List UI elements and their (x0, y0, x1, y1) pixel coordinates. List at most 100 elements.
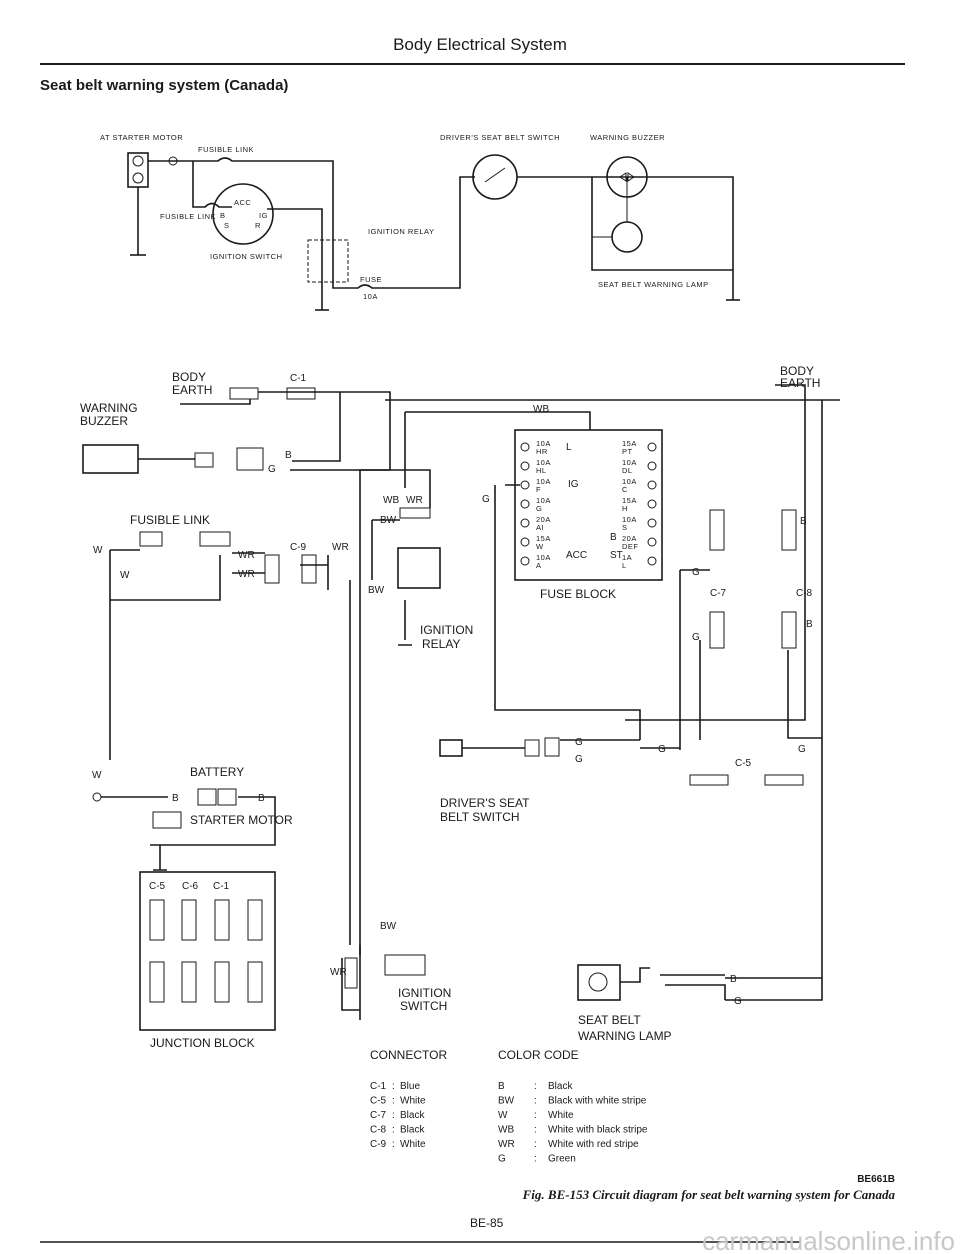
wire-label-wr-2: WR (238, 550, 255, 561)
label-fuse: FUSE (360, 275, 382, 284)
connector-c5 (689, 774, 729, 786)
fuse-rating: 10A (622, 515, 637, 524)
label-c7: C-7 (710, 588, 727, 599)
junction-c5-label: C-5 (149, 881, 166, 892)
color-meaning: White with red stripe (548, 1139, 639, 1150)
label-drivers-seat-belt-switch-top: DRIVER'S SEAT BELT SWITCH (440, 133, 560, 142)
fuse-rating: 10A (536, 477, 551, 486)
label-warning-buzzer-top: WARNING BUZZER (590, 133, 665, 142)
wire-label-wb: WB (533, 404, 549, 415)
connector-icon (301, 554, 317, 584)
fuse-terminal-icon (647, 480, 657, 490)
fuse-rating: 15A (536, 534, 551, 543)
connector-icon (229, 387, 259, 400)
junction-slot (149, 899, 165, 941)
fuse-name: H (622, 504, 628, 513)
wire-label-w-3: W (92, 770, 102, 781)
junction-block (139, 871, 276, 1031)
wire-label-b-4: B (172, 793, 179, 804)
section-title: Seat belt warning system (Canada) (40, 77, 288, 94)
fuse-terminal-icon (647, 537, 657, 547)
label-ignition-switch: IGNITION (398, 986, 451, 1000)
seat-belt-switch-unit (439, 739, 463, 757)
fuse-rating: 20A (536, 515, 551, 524)
fuse-terminal-ig: IG (568, 479, 579, 490)
fuse-terminal-icon (520, 537, 530, 547)
junction-slots (149, 899, 263, 1003)
wire-label-b-6: B (730, 974, 737, 985)
connector-color: Black (400, 1125, 425, 1136)
battery-plus-icon (197, 788, 217, 806)
connector-icon (399, 507, 431, 519)
junction-slot (247, 899, 263, 941)
label-c9: C-9 (290, 542, 307, 553)
figure-caption: Fig. BE-153 Circuit diagram for seat bel… (522, 1187, 896, 1202)
color-meaning: Black (548, 1081, 573, 1092)
page-header: Body Electrical System (393, 35, 567, 54)
separator: : (534, 1125, 537, 1136)
wire-label-wr: WR (406, 495, 423, 506)
ignition-switch-symbol (212, 183, 274, 245)
starter-motor-icon (152, 811, 182, 829)
wire-label-g-8: G (798, 744, 806, 755)
wire-label-g-5: G (575, 737, 583, 748)
color-code-title: COLOR CODE (498, 1048, 579, 1062)
junction-c1-label: C-1 (213, 881, 230, 892)
fuse-rating: 20A (622, 534, 637, 543)
separator: : (534, 1154, 537, 1165)
fuse-terminal-icon (520, 480, 530, 490)
label-at-starter-motor: AT STARTER MOTOR (100, 133, 183, 142)
color-meaning: Black with white stripe (548, 1096, 647, 1107)
label-c8: C-8 (796, 588, 813, 599)
fuse-name: AI (536, 523, 544, 532)
fuse-terminal-icon (647, 442, 657, 452)
wire-label-bw-2: BW (368, 585, 385, 596)
separator: : (392, 1081, 395, 1092)
label-body-earth-right: BODY (780, 364, 814, 378)
ignition-relay-unit (397, 547, 441, 589)
label-drivers-seat-belt-switch: DRIVER'S SEAT (440, 796, 530, 810)
label-drivers-seat-belt-switch-2: BELT SWITCH (440, 810, 520, 824)
color-code: W (498, 1110, 508, 1121)
separator: : (392, 1125, 395, 1136)
junction-slot (181, 961, 197, 1003)
wire-label-bw-3: BW (380, 921, 397, 932)
fuse-terminal-icon (647, 556, 657, 566)
wire-label-b: B (285, 450, 292, 461)
wire-label-b-2: B (800, 516, 807, 527)
fuse-block-title: FUSE BLOCK (540, 587, 616, 601)
terminal-s: S (224, 221, 230, 230)
legend: CONNECTOR COLOR CODE C-1:BlueC-5:WhiteC-… (370, 1048, 648, 1165)
fuse-terminal-icon (520, 518, 530, 528)
connector-icon (286, 387, 316, 400)
wire-label-b-5: B (258, 793, 265, 804)
label-seat-belt-warning-lamp: SEAT BELT (578, 1013, 641, 1027)
fuse-name: L (622, 561, 627, 570)
connector-icon (764, 774, 804, 786)
fuse-rating: 10A (622, 477, 637, 486)
fuse-rating: 10A (536, 439, 551, 448)
separator: : (392, 1139, 395, 1150)
fuse-terminal-icon (520, 461, 530, 471)
junction-slot (214, 961, 230, 1003)
label-fusible-link-2: FUSIBLE LINK (160, 212, 216, 221)
label-body-earth-right-2: EARTH (780, 376, 820, 390)
fuse-rating: 10A (536, 496, 551, 505)
connector-c8 (781, 509, 797, 551)
wire-label-g: G (268, 464, 276, 475)
wire-label-g-3: G (692, 567, 700, 578)
schematic-diagram: AT STARTER MOTOR FUSIBLE LINK FUSIBLE LI… (100, 133, 740, 311)
label-c5: C-5 (735, 758, 752, 769)
seat-belt-switch-symbol (472, 154, 518, 200)
wire-label-g-7: G (658, 744, 666, 755)
wire-label-g-4: G (692, 632, 700, 643)
fuse-name: PT (622, 447, 633, 456)
connector-c7 (709, 509, 725, 551)
fuse-rating: 15A (622, 496, 637, 505)
fuse-rating: 10A (536, 458, 551, 467)
separator: : (534, 1110, 537, 1121)
figure-id: BE661B (857, 1174, 895, 1185)
